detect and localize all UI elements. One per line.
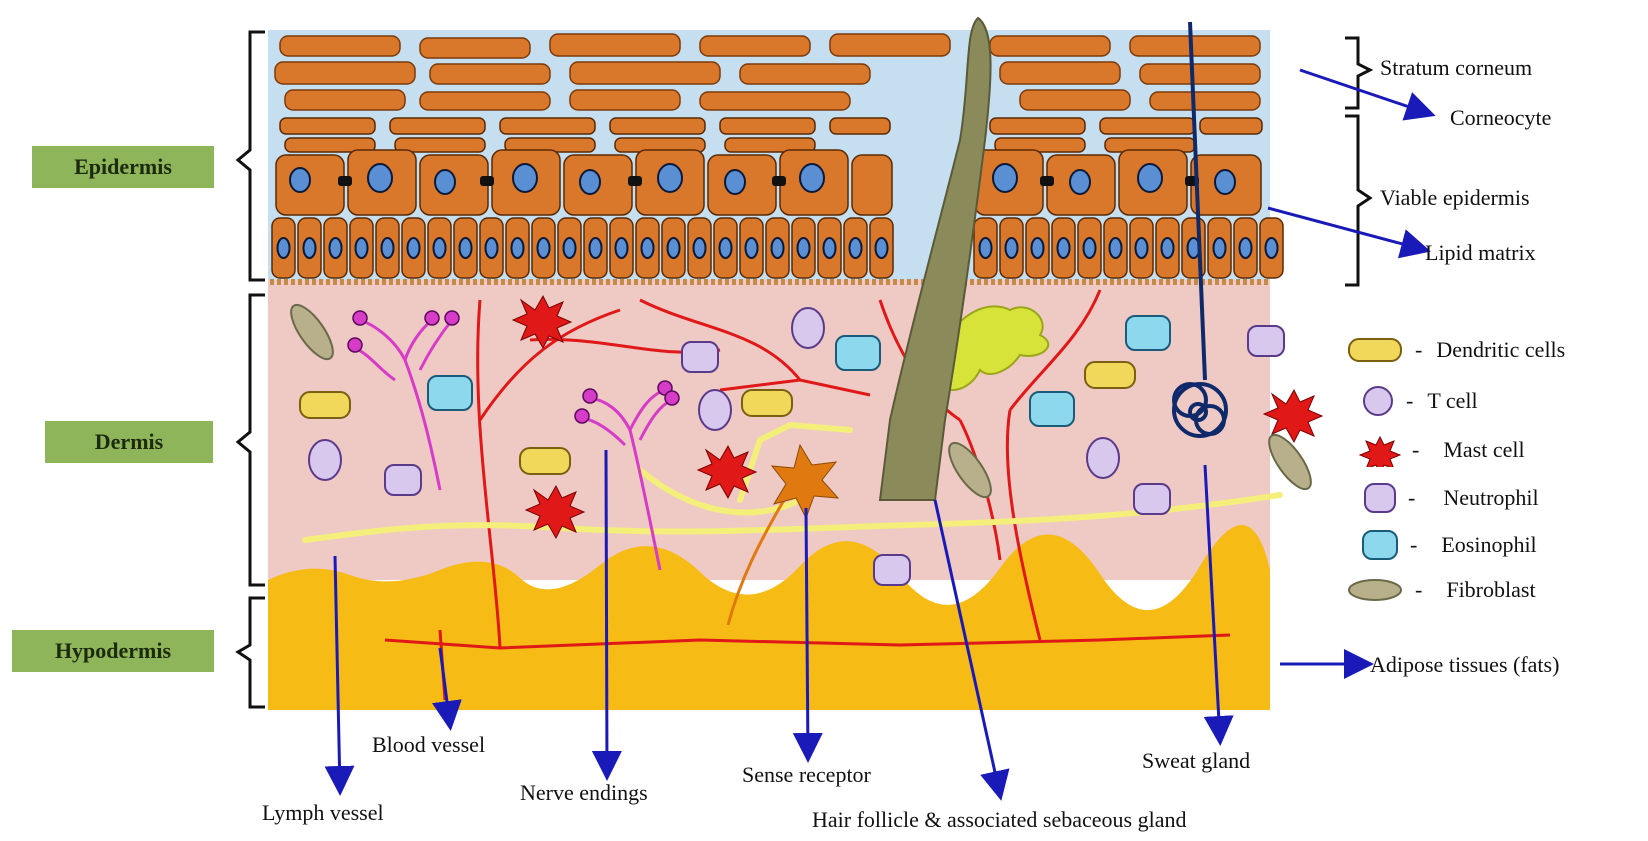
legend-dash: - (1415, 337, 1422, 363)
legend-dash: - (1410, 532, 1417, 558)
basal-nucleus (1240, 238, 1252, 258)
hypodermis-label: Hypodermis (12, 630, 214, 672)
legend-label: T cell (1427, 388, 1477, 414)
basal-nucleus (590, 238, 602, 258)
stratum-corneum-label: Stratum corneum (1380, 55, 1532, 81)
sense-receptor-label: Sense receptor (742, 762, 871, 788)
basal-nucleus (1162, 238, 1174, 258)
neutrophil-icon (1362, 481, 1398, 515)
basal-nucleus (408, 238, 420, 258)
basal-nucleus (616, 238, 628, 258)
hair-follicle-label: Hair follicle & associated sebaceous gla… (812, 807, 1186, 833)
dermis-region (268, 280, 1270, 580)
basal-nucleus (278, 238, 290, 258)
sweat-gland-label: Sweat gland (1142, 748, 1250, 774)
mast-cell-icon (1358, 433, 1402, 467)
basal-nucleus (434, 238, 446, 258)
legend-label: Mast cell (1443, 437, 1524, 463)
basal-nucleus (1058, 238, 1070, 258)
legend-dendritic: - Dendritic cells (1345, 336, 1565, 364)
legend-dash: - (1406, 388, 1413, 414)
legend-label: Dendritic cells (1436, 337, 1565, 363)
lipid-matrix-label: Lipid matrix (1425, 240, 1536, 266)
left-brackets (238, 32, 265, 707)
basal-nucleus (1006, 238, 1018, 258)
legend-label: Fibroblast (1446, 577, 1535, 603)
basal-nucleus (720, 238, 732, 258)
legend-label: Eosinophil (1441, 532, 1536, 558)
nerve-endings-label: Nerve endings (520, 780, 648, 806)
basal-nucleus (642, 238, 654, 258)
basal-nucleus (330, 238, 342, 258)
eosinophil-icon (1360, 528, 1400, 562)
legend-dash: - (1415, 577, 1422, 603)
epidermis-label: Epidermis (32, 146, 214, 188)
basal-nucleus (694, 238, 706, 258)
blood-vessel-label: Blood vessel (372, 732, 485, 758)
basal-nucleus (486, 238, 498, 258)
basal-nucleus (668, 238, 680, 258)
basal-nucleus (460, 238, 472, 258)
basal-nucleus (382, 238, 394, 258)
basal-nucleus (356, 238, 368, 258)
lymph-vessel-label: Lymph vessel (262, 800, 384, 826)
dermis-label: Dermis (45, 421, 213, 463)
basal-nucleus (1110, 238, 1122, 258)
legend-dash: - (1412, 437, 1419, 463)
basal-cells (272, 218, 1283, 278)
basal-nucleus (798, 238, 810, 258)
legend-neutrophil: - Neutrophil (1362, 481, 1539, 515)
legend-label: Neutrophil (1443, 485, 1538, 511)
basal-nucleus (980, 238, 992, 258)
dendritic-cell-icon (1345, 336, 1405, 364)
right-brackets (1345, 38, 1370, 285)
basal-nucleus (538, 238, 550, 258)
basal-nucleus (876, 238, 888, 258)
basal-nucleus (1136, 238, 1148, 258)
basal-nucleus (1214, 238, 1226, 258)
basal-nucleus (304, 238, 316, 258)
basal-nucleus (746, 238, 758, 258)
basal-nucleus (850, 238, 862, 258)
basal-nucleus (564, 238, 576, 258)
viable-epidermis-label: Viable epidermis (1380, 185, 1530, 211)
basal-nucleus (1084, 238, 1096, 258)
legend-t-cell: - T cell (1360, 384, 1478, 418)
legend-mast-cell: - Mast cell (1358, 433, 1525, 467)
fibroblast-icon (1345, 576, 1405, 604)
basal-nucleus (512, 238, 524, 258)
adipose-label: Adipose tissues (fats) (1370, 652, 1559, 678)
spinous-cells (276, 150, 1261, 215)
legend-dash: - (1408, 485, 1415, 511)
basal-nucleus (1266, 238, 1278, 258)
legend-eosinophil: - Eosinophil (1360, 528, 1537, 562)
t-cell-icon (1360, 384, 1396, 418)
basal-nucleus (772, 238, 784, 258)
basal-nucleus (1032, 238, 1044, 258)
corneocyte-label: Corneocyte (1450, 105, 1551, 131)
legend-fibroblast: - Fibroblast (1345, 576, 1536, 604)
basal-nucleus (824, 238, 836, 258)
